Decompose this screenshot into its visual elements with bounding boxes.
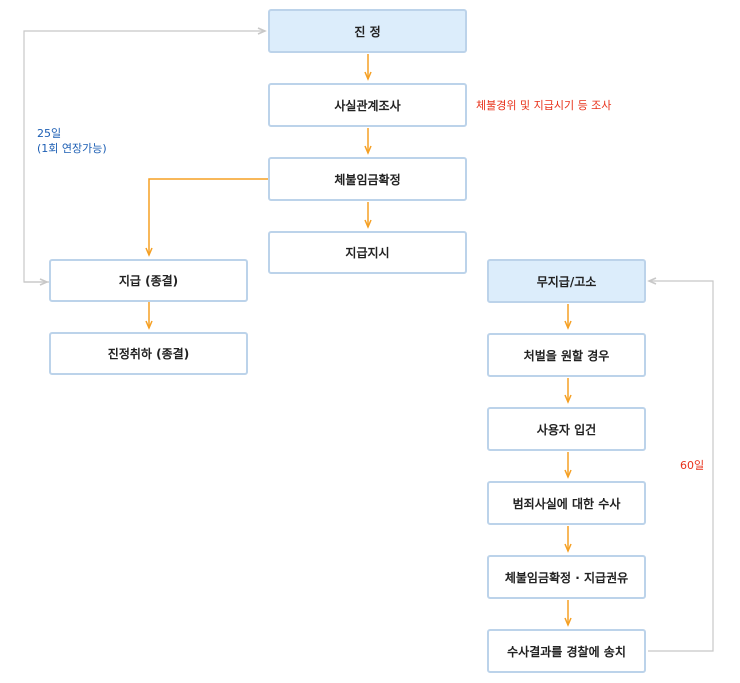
- node-punish-wish: 처벌을 원할 경우: [487, 333, 646, 377]
- node-withdrawn-closed: 진정취하 (종결): [49, 332, 248, 375]
- loop-60-days: [647, 277, 714, 652]
- node-confirm-recommend: 체불임금확정 · 지급권유: [487, 555, 646, 599]
- node-payment-order: 지급지시: [268, 231, 467, 274]
- investigation-note: 체불경위 및 지급시기 등 조사: [476, 99, 612, 112]
- node-wage-confirm: 체불임금확정: [268, 157, 467, 201]
- loop-25-days: [23, 27, 267, 283]
- days-25-label: 25일: [37, 127, 62, 140]
- node-investigation: 사실관계조사: [268, 83, 467, 127]
- extension-label: (1회 연장가능): [37, 142, 107, 155]
- arrow-confirm-payment: [145, 178, 268, 257]
- node-employer-visit: 사용자 입건: [487, 407, 646, 451]
- node-paid-closed: 지급 (종결): [49, 259, 248, 302]
- node-nonpayment: 무지급/고소: [487, 259, 646, 303]
- days-60-label: 60일: [680, 459, 705, 472]
- node-petition: 진 정: [268, 9, 467, 53]
- node-send-police: 수사결과를 경찰에 송치: [487, 629, 646, 673]
- node-crime-investigation: 범죄사실에 대한 수사: [487, 481, 646, 525]
